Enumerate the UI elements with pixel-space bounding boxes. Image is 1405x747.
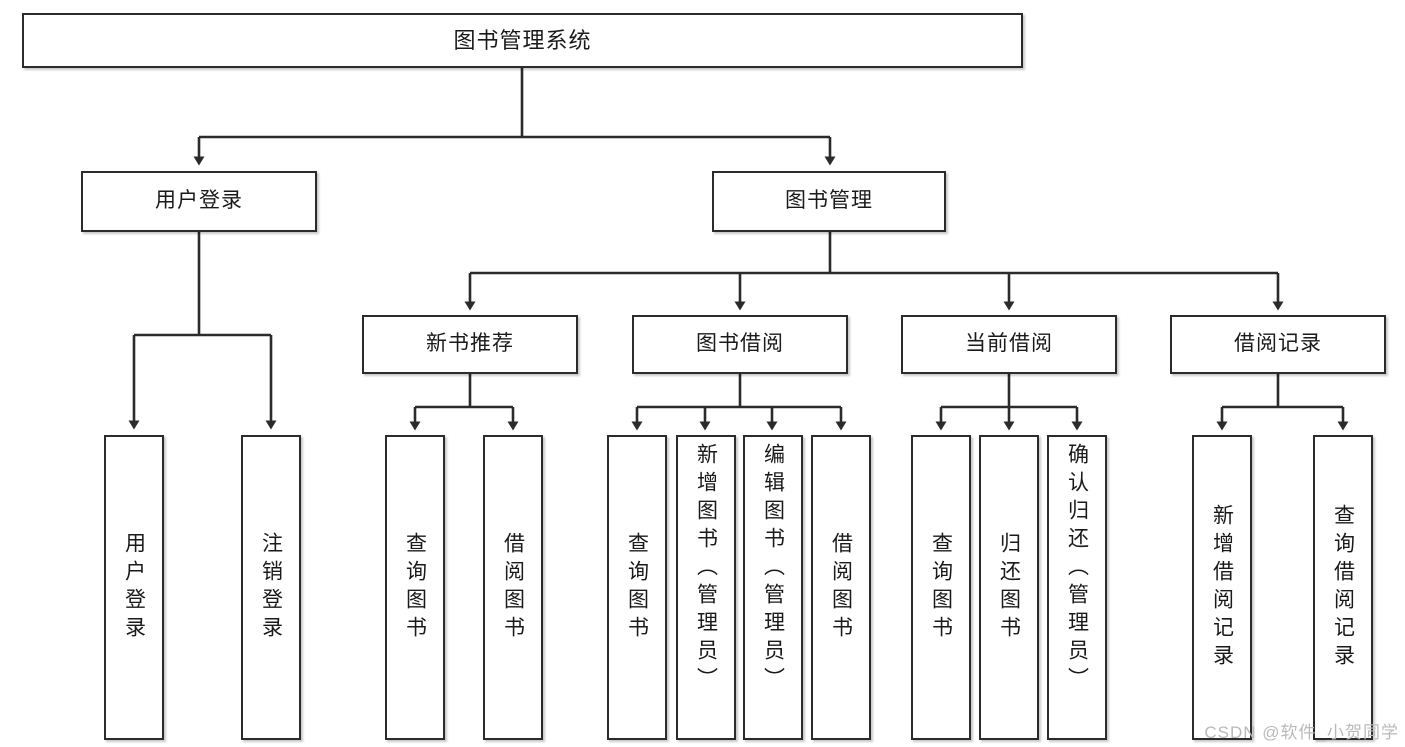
- node-user-login[interactable]: 用户登录: [81, 171, 317, 232]
- leaf-book-borrow-query[interactable]: 查询图书: [607, 435, 667, 740]
- node-new-book-recommend-label: 新书推荐: [426, 332, 514, 356]
- leaf-user-login-logout[interactable]: 注销登录: [241, 435, 301, 740]
- leaf-user-login-login-label: 用户登录: [122, 531, 146, 644]
- leaf-book-borrow-edit[interactable]: 编辑图书（管理员）: [743, 435, 803, 740]
- leaf-new-book-borrow-label: 借阅图书: [501, 531, 525, 644]
- leaf-borrow-record-add-label: 新增借阅记录: [1210, 503, 1234, 672]
- leaf-current-borrow-confirm[interactable]: 确认归还（管理员）: [1047, 435, 1107, 740]
- leaf-book-borrow-add[interactable]: 新增图书（管理员）: [676, 435, 736, 740]
- leaf-current-borrow-query-label: 查询图书: [929, 531, 953, 644]
- leaf-user-login-logout-label: 注销登录: [259, 531, 283, 644]
- node-book-borrow-label: 图书借阅: [696, 332, 784, 356]
- node-book-borrow[interactable]: 图书借阅: [632, 315, 848, 374]
- leaf-current-borrow-confirm-label: 确认归还（管理员）: [1065, 443, 1089, 695]
- node-current-borrow[interactable]: 当前借阅: [901, 315, 1117, 374]
- leaf-book-borrow-edit-label: 编辑图书（管理员）: [761, 443, 785, 695]
- leaf-new-book-query-label: 查询图书: [403, 531, 427, 644]
- leaf-new-book-borrow[interactable]: 借阅图书: [483, 435, 543, 740]
- leaf-user-login-login[interactable]: 用户登录: [104, 435, 164, 740]
- leaf-current-borrow-query[interactable]: 查询图书: [911, 435, 971, 740]
- node-borrow-record-label: 借阅记录: [1234, 332, 1322, 356]
- leaf-book-borrow-query-label: 查询图书: [625, 531, 649, 644]
- leaf-book-borrow-add-label: 新增图书（管理员）: [694, 443, 718, 695]
- node-root[interactable]: 图书管理系统: [22, 13, 1023, 68]
- node-borrow-record[interactable]: 借阅记录: [1170, 315, 1386, 374]
- leaf-book-borrow-borrow[interactable]: 借阅图书: [811, 435, 871, 740]
- node-book-management-label: 图书管理: [785, 189, 873, 213]
- node-new-book-recommend[interactable]: 新书推荐: [362, 315, 578, 374]
- node-book-management[interactable]: 图书管理: [712, 171, 946, 232]
- leaf-borrow-record-add[interactable]: 新增借阅记录: [1192, 435, 1252, 740]
- leaf-book-borrow-borrow-label: 借阅图书: [829, 531, 853, 644]
- leaf-new-book-query[interactable]: 查询图书: [385, 435, 445, 740]
- node-user-login-label: 用户登录: [155, 189, 243, 213]
- node-root-label: 图书管理系统: [453, 27, 592, 53]
- leaf-borrow-record-query[interactable]: 查询借阅记录: [1313, 435, 1373, 740]
- node-current-borrow-label: 当前借阅: [965, 332, 1053, 356]
- leaf-current-borrow-return[interactable]: 归还图书: [979, 435, 1039, 740]
- leaf-borrow-record-query-label: 查询借阅记录: [1331, 503, 1355, 672]
- leaf-current-borrow-return-label: 归还图书: [997, 531, 1021, 644]
